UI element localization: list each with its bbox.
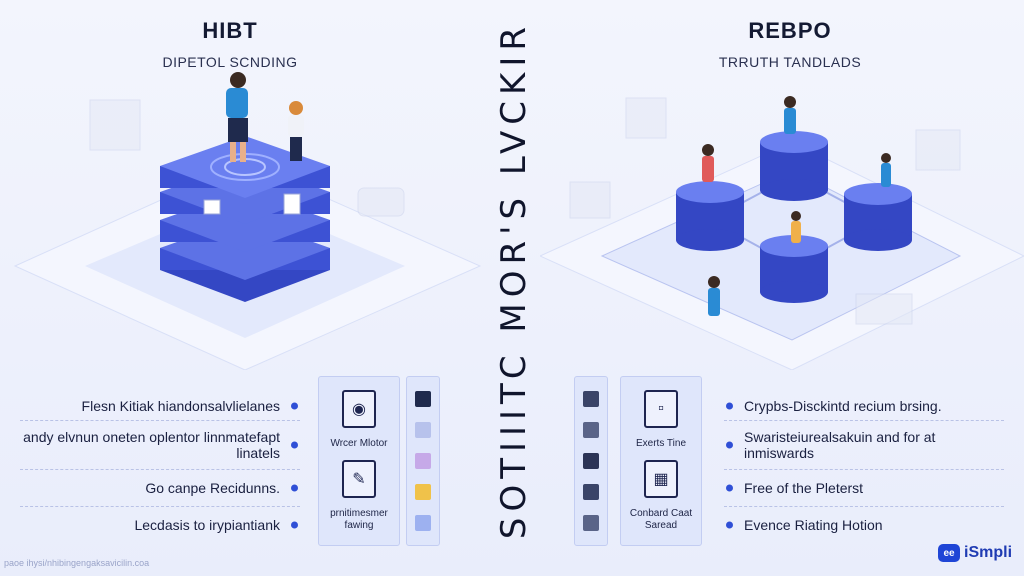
person-woman [288, 101, 304, 161]
bullet-icon [726, 441, 733, 449]
left-feature-list: Flesn Kitiak hiandonsalvlielanes andy el… [20, 392, 300, 543]
list-item: Lecdasis to irypiantiank [20, 507, 300, 543]
right-illustration [540, 96, 1024, 370]
person-man [226, 72, 248, 162]
list-item: Crypbs-Disckintd recium brsing. [724, 392, 1004, 421]
bullet-icon [726, 484, 733, 492]
thumbnail [415, 515, 431, 532]
left-info-card: ◉ Wrcer Mlotor ✎ prnitimesmer fawing [318, 376, 400, 546]
center-text: SOTIIITC MOR'S LVCKIR [494, 20, 534, 540]
footer-url: paoe ihysi/nhibingengaksavicilin.coa [4, 558, 150, 568]
right-title: REBPO [748, 18, 832, 43]
paper-card [203, 199, 221, 215]
thumbnail [415, 452, 431, 469]
cylinder-node-top [760, 131, 828, 201]
left-devices [89, 99, 405, 217]
list-item: Evence Riating Hotion [724, 507, 1004, 543]
list-item: Free of the Pleterst [724, 470, 1004, 507]
card-label: Wrcer Mlotor [330, 438, 388, 449]
bullet-icon [291, 521, 298, 529]
node-people [702, 96, 891, 316]
thumbnail [415, 390, 431, 407]
list-item: Flesn Kitiak hiandonsalvlielanes [20, 392, 300, 421]
bullet-icon [726, 521, 733, 529]
list-item: Swaristeiurealsakuin and for at inmiswar… [724, 421, 1004, 470]
list-item: Go canpe Recidunns. [20, 470, 300, 507]
card-label: Exerts Tine [635, 438, 687, 449]
right-subtitle: TRRUTH TANDLADS [718, 54, 862, 70]
thumbnail [583, 452, 599, 469]
card-label: prnitimesmer fawing [330, 508, 388, 531]
card-label: Conbard Caat Saread [629, 508, 693, 531]
id-card-icon: ▦ [644, 460, 678, 498]
cylinder-node-left [676, 181, 744, 251]
thumbnail [583, 421, 599, 438]
list-item: andy elvnun oneten oplentor linnmatefapt… [20, 421, 300, 470]
right-thumbnail-strip [574, 376, 608, 546]
bullet-icon [291, 402, 298, 410]
bullet-icon [291, 484, 298, 492]
photo-id-icon: ◉ [342, 390, 376, 428]
thumbnail [583, 484, 599, 501]
left-thumbnail-strip [406, 376, 440, 546]
certificate-icon: ✎ [342, 460, 376, 498]
right-info-card: ▫ Exerts Tine ▦ Conbard Caat Saread [620, 376, 702, 546]
cylinder-node-bottom [760, 235, 828, 303]
right-feature-list: Crypbs-Disckintd recium brsing. Swariste… [724, 392, 1004, 543]
paper-card [283, 193, 301, 215]
bullet-icon [291, 441, 298, 449]
left-subtitle: DIPETOL SCNDING [162, 54, 298, 70]
thumbnail [415, 421, 431, 438]
thumbnail [415, 484, 431, 501]
thumbnail [583, 390, 599, 407]
bullet-icon [726, 402, 733, 410]
right-devices [569, 97, 961, 325]
brand-badge: ee [938, 544, 960, 562]
left-title: HIBT [202, 18, 258, 43]
cylinder-node-right [844, 183, 912, 251]
document-icon: ▫ [644, 390, 678, 428]
thumbnail [583, 515, 599, 532]
brand-logo: ee iSmpli [938, 544, 1012, 562]
left-illustration [13, 72, 482, 370]
brand-name: iSmpli [964, 544, 1013, 561]
